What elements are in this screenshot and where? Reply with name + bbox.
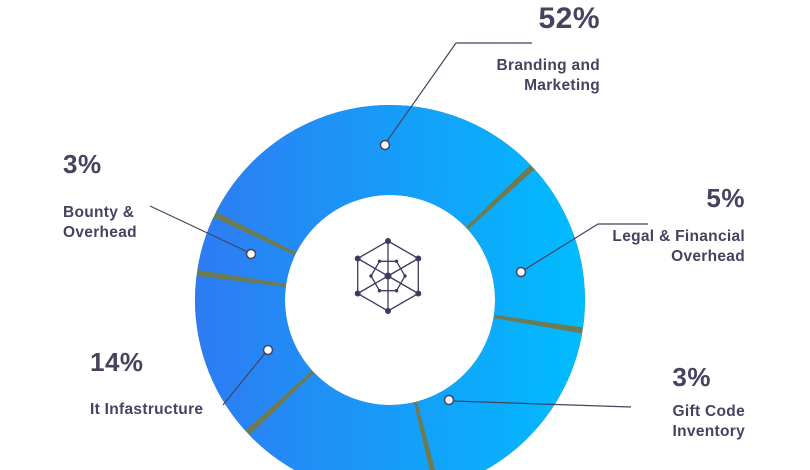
network-web-icon [354, 238, 422, 314]
label-bounty-line1: Bounty & [63, 204, 135, 221]
percent-branding: 52% [538, 2, 600, 35]
donut-segment-it-infastructure [195, 275, 313, 431]
donut-segment-legal-financial-overhead [467, 169, 585, 328]
leader-lines [149, 42, 648, 408]
label-gift-line1: Gift Code [672, 403, 745, 420]
label-legal-line1: Legal & Financial [612, 228, 745, 245]
label-it-line1: It Infastructure [90, 401, 204, 418]
callout-gift-code: 3% Gift Code Inventory [672, 362, 745, 442]
label-bounty-line2: Overhead [63, 224, 137, 241]
anchor-dot-legal [515, 266, 527, 278]
leader-line-branding [384, 42, 532, 145]
percent-gift: 3% [672, 362, 711, 392]
anchor-dot-it [262, 344, 274, 356]
donut-segment-branding-and-marketing [216, 105, 531, 253]
label-gift-line2: Inventory [672, 423, 745, 440]
leader-line-bounty [149, 205, 249, 253]
callout-branding-marketing: 52% Branding and Marketing [497, 2, 601, 96]
label-branding-line2: Marketing [524, 77, 600, 94]
leader-line-it [222, 351, 267, 406]
callout-it-infastructure: 14% It Infastructure [90, 347, 203, 420]
callout-legal-financial: 5% Legal & Financial Overhead [612, 183, 745, 267]
callout-bounty-overhead: 3% Bounty & Overhead [63, 149, 137, 243]
anchor-dots [245, 139, 527, 406]
donut-chart [195, 105, 585, 470]
anchor-dot-branding [379, 139, 391, 151]
percent-bounty: 3% [63, 149, 102, 179]
label-branding-line1: Branding and [496, 57, 600, 74]
percent-it: 14% [90, 347, 144, 377]
donut-segment-gift-code-inventory [417, 318, 583, 470]
label-legal-line2: Overhead [671, 248, 745, 265]
donut-segment-unlabeled-bottom [249, 372, 430, 470]
percent-legal: 5% [706, 183, 745, 213]
anchor-dot-bounty [245, 248, 257, 260]
leader-line-legal [523, 223, 648, 271]
leader-line-gift [451, 400, 632, 408]
anchor-dot-gift [443, 394, 455, 406]
